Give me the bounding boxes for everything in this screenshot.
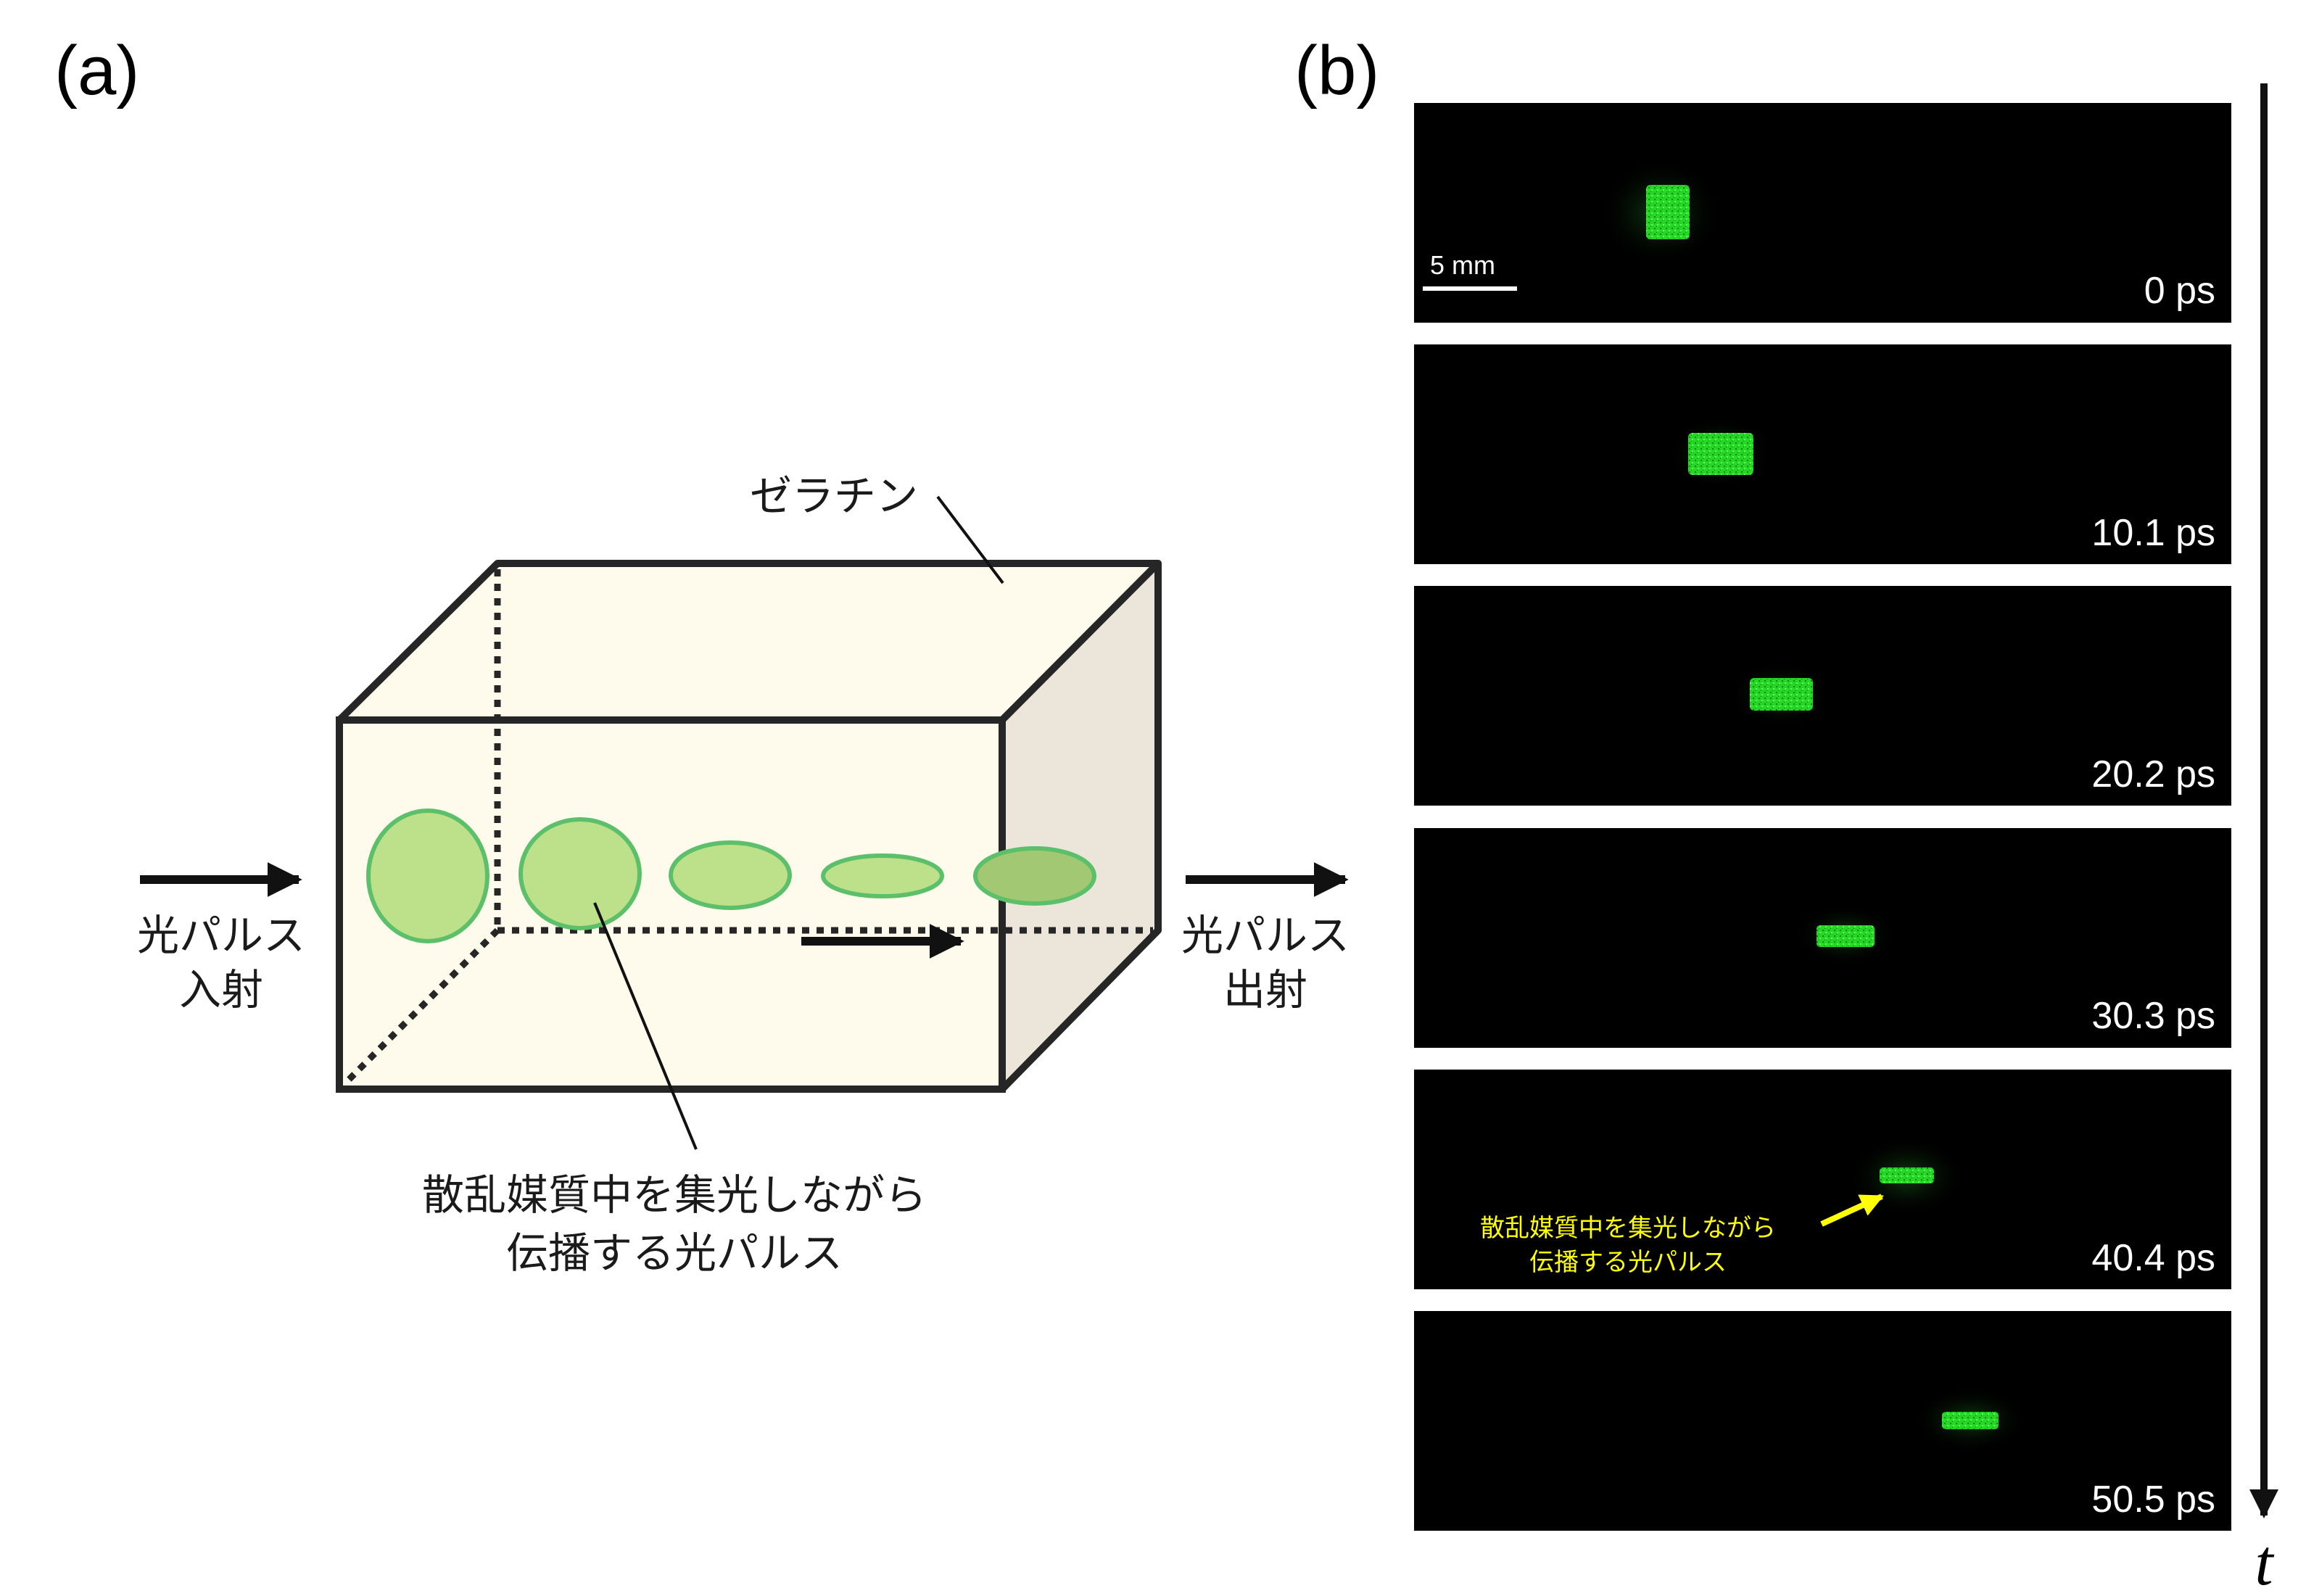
- gelatin-label: ゼラチン: [750, 471, 918, 521]
- time-axis-label: t: [2255, 1527, 2274, 1596]
- frame-background: [1414, 1070, 2231, 1289]
- frame-background: [1414, 1311, 2231, 1531]
- pulse-spot: [1942, 1412, 1999, 1429]
- frame-40-4ps: 散乱媒質中を集光しながら 伝播する光パルス 40.4 ps: [1414, 1070, 2231, 1289]
- gelatin-leader: [936, 495, 1004, 584]
- panel-b-label: (b): [1294, 32, 1379, 109]
- input-label-line2: 入射: [179, 965, 263, 1014]
- input-label-line1: 光パルス: [137, 911, 305, 960]
- annotation-arrow: [1820, 1194, 1884, 1227]
- frame-annotation-line2: 伝播する光パルス: [1529, 1248, 1727, 1277]
- pulse-spot: [1880, 1167, 1934, 1183]
- pulse-spot: [1646, 185, 1690, 239]
- pulse-spot: [1817, 925, 1875, 947]
- pulse-spot: [1688, 433, 1753, 475]
- panel-a-label: (a): [54, 32, 139, 109]
- frame-background: [1414, 103, 2231, 323]
- frame-time-label: 40.4 ps: [2091, 1237, 2215, 1279]
- frame-time-label: 10.1 ps: [2091, 512, 2215, 554]
- panel-a: (a) 光パルス 入射 光パルス 出射: [54, 32, 1350, 1278]
- frame-50-5ps: 50.5 ps: [1414, 1311, 2231, 1531]
- output-label-line2: 出射: [1223, 965, 1307, 1014]
- frame-time-label: 30.3 ps: [2091, 995, 2215, 1037]
- frame-20-2ps: 20.2 ps: [1414, 586, 2231, 806]
- frame-time-label: 0 ps: [2144, 270, 2215, 312]
- scale-bar-label: 5 mm: [1430, 250, 1495, 280]
- pulse-ellipse-1: [366, 809, 489, 943]
- frame-time-label: 50.5 ps: [2091, 1479, 2215, 1521]
- pulse-caption-line2: 伝播する光パルス: [506, 1228, 843, 1278]
- frame-time-label: 20.2 ps: [2091, 753, 2215, 795]
- pulse-spot: [1750, 678, 1813, 711]
- frame-30-3ps: 30.3 ps: [1414, 828, 2231, 1048]
- pulse-leader: [593, 902, 698, 1150]
- frame-0ps: 5 mm 0 ps: [1414, 103, 2231, 323]
- hidden-edges: [342, 569, 1153, 1087]
- frame-annotation-line1: 散乱媒質中を集光しながら: [1480, 1214, 1776, 1243]
- pulse-ellipse-5: [973, 846, 1096, 906]
- pulse-ellipse-2: [518, 817, 642, 930]
- frame-background: [1414, 344, 2231, 564]
- pulse-caption-line1: 散乱媒質中を集光しながら: [422, 1170, 927, 1220]
- frame-10-1ps: 10.1 ps: [1414, 344, 2231, 564]
- output-label-line1: 光パルス: [1181, 911, 1350, 960]
- panel-b: (b) 5 mm 0 ps 10.1 ps 20.2 ps: [1294, 32, 2278, 1596]
- pulse-ellipse-3: [669, 840, 792, 910]
- pulse-ellipse-4: [821, 853, 944, 898]
- pulse-ellipses: [366, 809, 1096, 943]
